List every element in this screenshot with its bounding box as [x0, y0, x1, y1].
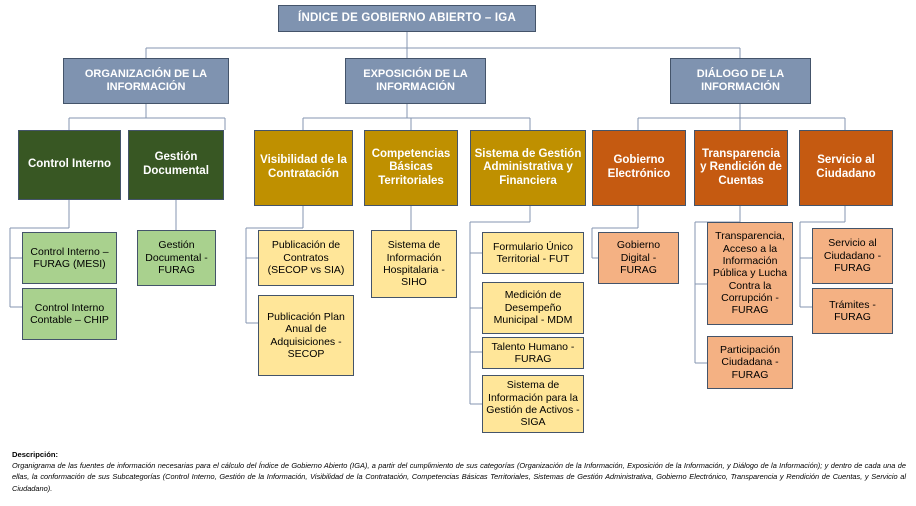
node-subcategory-competencias[interactable]: Competencias Básicas Territoriales [364, 130, 458, 206]
node-subcategory-transparencia[interactable]: Transparencia y Rendición de Cuentas [694, 130, 788, 206]
node-label: Talento Humano - FURAG [491, 340, 575, 365]
node-label: Medición de Desempeño Municipal - MDM [493, 289, 573, 327]
node-label: Gobierno Electrónico [607, 154, 671, 180]
node-leaf-gestion-documental-furag[interactable]: Gestión Documental - FURAG [137, 230, 216, 286]
node-label: Gobierno Digital - FURAG [616, 239, 661, 277]
node-label: ÍNDICE DE GOBIERNO ABIERTO – IGA [298, 11, 516, 24]
node-label: Servicio al Ciudadano [816, 154, 876, 180]
node-leaf-publicacion-contratos[interactable]: Publicación de Contratos (SECOP vs SIA) [258, 230, 354, 286]
node-root-iga[interactable]: ÍNDICE DE GOBIERNO ABIERTO – IGA [278, 5, 536, 32]
node-label: Visibilidad de la Contratación [260, 154, 347, 180]
node-label: Transparencia, Acceso a la Información P… [712, 230, 788, 317]
node-category-exposicion[interactable]: EXPOSICIÓN DE LA INFORMACIÓN [345, 58, 486, 104]
node-subcategory-gobierno-electronico[interactable]: Gobierno Electrónico [592, 130, 686, 206]
node-label: Gestión Documental [143, 151, 209, 177]
node-label: DIÁLOGO DE LA INFORMACIÓN [696, 68, 785, 93]
node-leaf-participacion-ciudadana[interactable]: Participación Ciudadana - FURAG [707, 336, 793, 389]
node-label: Transparencia y Rendición de Cuentas [700, 147, 782, 187]
node-label: Trámites - FURAG [829, 298, 876, 323]
node-leaf-ci-contable-chip[interactable]: Control Interno Contable – CHIP [22, 288, 117, 340]
node-leaf-gobierno-digital[interactable]: Gobierno Digital - FURAG [598, 232, 679, 284]
node-label: Formulario Único Territorial - FUT [493, 240, 573, 265]
node-label: Sistema de Información Hospitalaria - SI… [383, 239, 445, 289]
node-category-dialogo[interactable]: DIÁLOGO DE LA INFORMACIÓN [670, 58, 811, 104]
description-block: Descripción: Organigrama de las fuentes … [0, 444, 916, 506]
description-title: Descripción: [12, 450, 58, 459]
node-leaf-servicio-ciudadano-furag[interactable]: Servicio al Ciudadano - FURAG [812, 228, 893, 284]
node-category-organizacion[interactable]: ORGANIZACIÓN DE LA INFORMACIÓN [63, 58, 229, 104]
node-label: Control Interno – FURAG (MESI) [30, 245, 109, 270]
node-label: EXPOSICIÓN DE LA INFORMACIÓN [363, 68, 468, 93]
node-label: Competencias Básicas Territoriales [371, 147, 451, 187]
node-label: Sistema de Información para la Gestión d… [486, 379, 580, 429]
node-subcategory-visibilidad[interactable]: Visibilidad de la Contratación [254, 130, 353, 206]
node-leaf-fut[interactable]: Formulario Único Territorial - FUT [482, 232, 584, 274]
node-leaf-publicacion-plan-anual[interactable]: Publicación Plan Anual de Adquisiciones … [258, 295, 354, 376]
node-leaf-ci-furag-mesi[interactable]: Control Interno – FURAG (MESI) [22, 232, 117, 284]
node-label: Control Interno Contable – CHIP [30, 301, 109, 326]
node-leaf-tramites-furag[interactable]: Trámites - FURAG [812, 288, 893, 334]
node-label: Sistema de Gestión Administrativa y Fina… [474, 147, 582, 187]
node-label: Publicación Plan Anual de Adquisiciones … [267, 310, 345, 360]
node-subcategory-control-interno[interactable]: Control Interno [18, 130, 121, 200]
node-subcategory-gestion-documental[interactable]: Gestión Documental [128, 130, 224, 200]
node-label: Gestión Documental - FURAG [145, 239, 208, 277]
description-body: Organigrama de las fuentes de informació… [12, 461, 906, 493]
node-leaf-siho[interactable]: Sistema de Información Hospitalaria - SI… [371, 230, 457, 298]
node-label: Publicación de Contratos (SECOP vs SIA) [267, 239, 345, 277]
node-label: Participación Ciudadana - FURAG [719, 343, 781, 381]
node-label: Servicio al Ciudadano - FURAG [823, 237, 882, 275]
node-subcategory-sgaf[interactable]: Sistema de Gestión Administrativa y Fina… [470, 130, 586, 206]
node-leaf-transparencia-acceso[interactable]: Transparencia, Acceso a la Información P… [707, 222, 793, 325]
node-label: ORGANIZACIÓN DE LA INFORMACIÓN [84, 68, 208, 93]
node-leaf-talento-humano[interactable]: Talento Humano - FURAG [482, 337, 584, 369]
node-subcategory-servicio-ciudadano[interactable]: Servicio al Ciudadano [799, 130, 893, 206]
node-leaf-siga[interactable]: Sistema de Información para la Gestión d… [482, 375, 584, 433]
org-chart: ÍNDICE DE GOBIERNO ABIERTO – IGA ORGANIZ… [9, 5, 893, 433]
node-leaf-mdm[interactable]: Medición de Desempeño Municipal - MDM [482, 282, 584, 334]
node-label: Control Interno [27, 158, 112, 171]
